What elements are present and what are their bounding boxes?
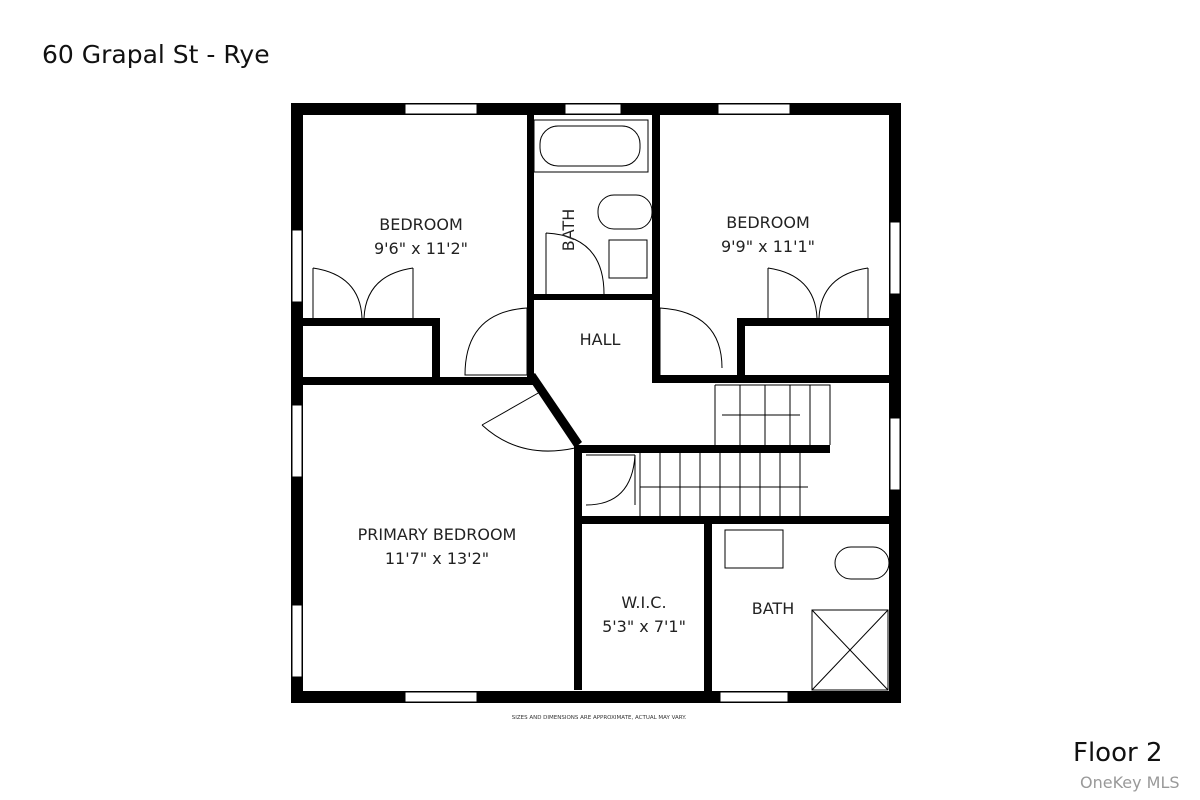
room-name: BEDROOM	[379, 215, 463, 234]
floor-label: Floor 2	[1073, 738, 1163, 768]
room-name: BEDROOM	[726, 213, 810, 232]
watermark: OneKey MLS	[1080, 773, 1180, 792]
room-name: W.I.C.	[621, 593, 666, 612]
room-name: PRIMARY BEDROOM	[358, 525, 517, 544]
room-name: BATH	[559, 209, 578, 251]
room-name: BATH	[752, 599, 794, 618]
listing-title: 60 Grapal St - Rye	[42, 40, 270, 69]
room-size: 9'6" x 11'2"	[374, 239, 468, 258]
diagonal-wall	[528, 373, 582, 448]
room-size: 5'3" x 7'1"	[602, 617, 686, 636]
fixtures	[312, 119, 890, 691]
room-size: 9'9" x 11'1"	[721, 237, 815, 256]
room-name: HALL	[580, 330, 621, 349]
room-size: 11'7" x 13'2"	[385, 549, 489, 568]
windows	[291, 103, 901, 703]
disclaimer: SIZES AND DIMENSIONS ARE APPROXIMATE, AC…	[512, 715, 687, 721]
